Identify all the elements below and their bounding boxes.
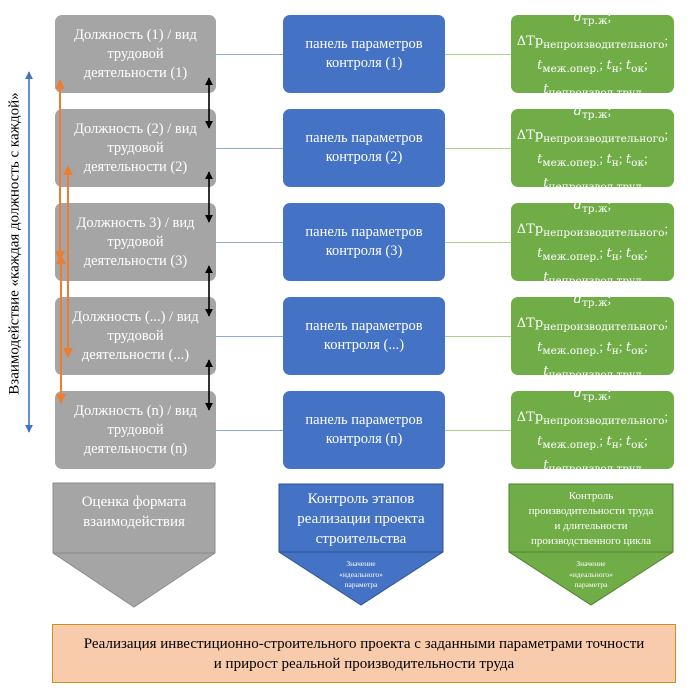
panel-label-line: контроля (3) — [325, 243, 403, 259]
panel-label-line: контроля (1) — [325, 55, 403, 71]
control-panel-box[interactable]: панель параметров контроля (1) — [283, 15, 445, 93]
position-label-line: трудовой — [107, 327, 164, 344]
productivity-control-title-line: и длительности — [554, 520, 628, 532]
result-box: Реализация инвестиционно-строительного п… — [52, 624, 676, 683]
panel-label-line: контроля (n) — [325, 431, 403, 447]
position-label-line: Должность (1) / вид — [74, 26, 197, 43]
ideal-parameter-label-line: Значение — [346, 559, 376, 569]
stage-control-title-line: строительства — [315, 531, 407, 547]
connector-position-panel — [216, 148, 283, 149]
position-label-line: деятельности (2) — [83, 158, 188, 175]
connector-panel-params — [445, 242, 511, 243]
stage-control-chevron — [278, 483, 444, 606]
parameter-line: tмеж.опер.; tн; tок; — [537, 338, 648, 357]
connector-panel-params — [445, 430, 511, 431]
productivity-control-title-line: производственного цикла — [531, 535, 651, 547]
parameter-line: ΔТрнепроизводительного; — [516, 408, 669, 427]
panel-label-line: панель параметров — [305, 318, 423, 334]
panel-label-line: панель параметров — [305, 412, 423, 428]
connector-position-panel — [216, 242, 283, 243]
position-label-line: деятельности (3) — [83, 252, 188, 269]
position-box[interactable]: Должность (...) / вид трудовой деятельност… — [55, 297, 216, 375]
parameter-line: ΔТрнепроизводительного; — [516, 314, 669, 333]
parameter-line: tнепроизвод.труд — [543, 363, 642, 381]
parameter-line: tмеж.опер.; tн; tок; — [537, 56, 648, 75]
connector-position-panel — [216, 430, 283, 431]
control-panel-box[interactable]: панель параметров контроля (...) — [283, 297, 445, 375]
interaction-evaluation-chevron — [52, 482, 216, 608]
productivity-control-title-line: Контроль — [568, 490, 614, 502]
position-box[interactable]: Должность (1) / вид трудовой деятельности … — [55, 15, 216, 93]
panel-label-line: панель параметров — [305, 36, 423, 52]
ideal-parameter-label-line: Значение — [576, 559, 606, 569]
parameter-line: dтр.ж; — [573, 102, 612, 121]
position-label-line: трудовой — [107, 233, 164, 250]
productivity-control-title-line: производительности труда — [528, 505, 654, 517]
interaction-evaluation-title: Оценка формата взаимодействия — [53, 486, 215, 538]
ideal-parameter-label-line: «идеального» — [569, 569, 613, 579]
control-panel-box[interactable]: панель параметров контроля (n) — [283, 391, 445, 469]
ideal-parameter-label: Значение«идеального»параметра — [321, 556, 401, 594]
position-label-line: Должность 3) / вид — [76, 214, 195, 231]
position-label-line: трудовой — [107, 139, 164, 156]
position-label-line: трудовой — [107, 45, 164, 62]
parameter-line: tнепроизвод.труд — [543, 269, 642, 287]
position-label-line: деятельности (n) — [83, 440, 188, 457]
connector-panel-params — [445, 148, 511, 149]
connector-position-panel — [216, 336, 283, 337]
position-label-line: Должность (n) / вид — [74, 402, 197, 419]
connector-panel-params — [445, 54, 511, 55]
interaction-label: Взаимодействие «каждая должность с каждо… — [6, 92, 23, 395]
interaction-evaluation-title-line: Оценка формата — [81, 494, 187, 510]
parameters-box: dтр.ж; ΔТрнепроизводительного; tмеж.опер… — [511, 385, 674, 475]
parameters-box: dтр.ж; ΔТрнепроизводительного; tмеж.опер… — [511, 103, 674, 193]
parameter-line: ΔТрнепроизводительного; — [516, 126, 669, 145]
position-box[interactable]: Должность (n) / вид трудовой деятельности … — [55, 391, 216, 469]
control-panel-box[interactable]: панель параметров контроля (2) — [283, 109, 445, 187]
panel-label-line: панель параметров — [305, 224, 423, 240]
productivity-control-title: Контроль производительности труда и длител… — [509, 486, 673, 552]
position-label-line: деятельности (1) — [83, 64, 188, 81]
ideal-parameter-label-line: «идеального» — [339, 569, 383, 579]
parameters-box: dтр.ж; ΔТрнепроизводительного; tмеж.опер… — [511, 9, 674, 99]
panel-label-line: контроля (2) — [325, 149, 403, 165]
stage-control-title-line: реализации проекта — [297, 511, 425, 527]
position-label-line: Должность (2) / вид — [74, 120, 197, 137]
position-label-line: деятельности (...) — [81, 346, 190, 363]
parameter-line: dтр.ж; — [573, 196, 612, 215]
parameters-box: dтр.ж; ΔТрнепроизводительного; tмеж.опер… — [511, 291, 674, 381]
control-panel-box[interactable]: панель параметров контроля (3) — [283, 203, 445, 281]
position-box[interactable]: Должность (2) / вид трудовой деятельности … — [55, 109, 216, 187]
panel-label-line: контроля (...) — [323, 337, 405, 353]
ideal-parameter-label-line: параметра — [344, 580, 378, 590]
parameter-line: tмеж.опер.; tн; tок; — [537, 244, 648, 263]
position-box[interactable]: Должность 3) / вид трудовой деятельности (… — [55, 203, 216, 281]
ideal-parameter-label-line: параметра — [574, 580, 608, 590]
parameter-line: tнепроизвод.труд — [543, 457, 642, 475]
parameter-line: tмеж.опер.; tн; tок; — [537, 150, 648, 169]
parameter-line: ΔТрнепроизводительного; — [516, 32, 669, 51]
stage-control-title-line: Контроль этапов — [307, 491, 415, 507]
parameter-line: tмеж.опер.; tн; tок; — [537, 432, 648, 451]
connector-panel-params — [445, 336, 511, 337]
result-line: и прирост реальной производительности тр… — [213, 655, 515, 672]
panel-label-line: панель параметров — [305, 130, 423, 146]
parameters-box: dтр.ж; ΔТрнепроизводительного; tмеж.опер… — [511, 197, 674, 287]
parameter-line: tнепроизвод.труд — [543, 81, 642, 99]
ideal-parameter-label: Значение«идеального»параметра — [551, 556, 631, 594]
position-label-line: трудовой — [107, 421, 164, 438]
interaction-evaluation-title-line: взаимодействия — [83, 514, 185, 530]
parameter-line: dтр.ж; — [573, 8, 612, 27]
parameter-line: dтр.ж; — [573, 290, 612, 309]
stage-control-title: Контроль этапов реализации проекта строите… — [279, 486, 443, 552]
productivity-control-chevron — [508, 483, 674, 606]
position-label-line: Должность (...) / вид — [72, 308, 199, 325]
parameter-line: ΔТрнепроизводительного; — [516, 220, 669, 239]
connector-position-panel — [216, 54, 283, 55]
parameter-line: tнепроизвод.труд — [543, 175, 642, 193]
parameter-line: dтр.ж; — [573, 384, 612, 403]
result-line: Реализация инвестиционно-строительного п… — [83, 635, 645, 652]
